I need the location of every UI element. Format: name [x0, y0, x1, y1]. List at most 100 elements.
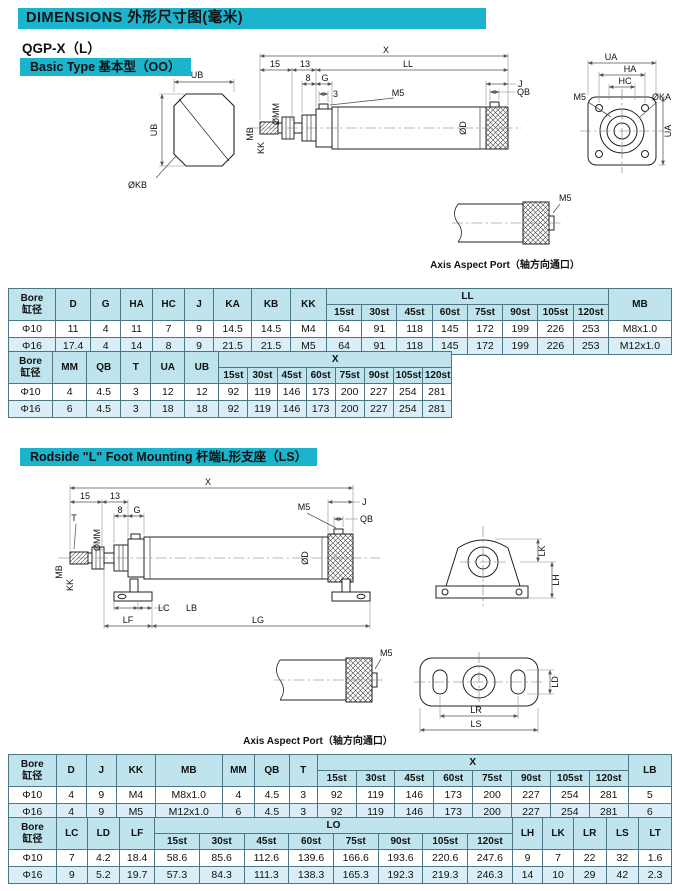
label-g: G — [321, 73, 328, 83]
value-cell: 3 — [120, 400, 152, 418]
octagon-dimensions: UB UB ØKB — [128, 70, 235, 190]
value-cell: 14 — [120, 337, 154, 355]
column-header: KK — [115, 754, 156, 787]
label-13-2: 13 — [110, 491, 120, 501]
label-lh: LH — [551, 574, 561, 586]
column-header: MM — [52, 351, 88, 384]
value-cell: 3 — [288, 786, 318, 804]
value-cell: M12x1.0 — [607, 337, 673, 355]
value-cell: 12 — [184, 383, 220, 401]
label-kk-2: KK — [65, 579, 75, 591]
bore-cell: Φ16 — [8, 866, 57, 884]
column-header: MB — [154, 754, 223, 787]
label-od-2: ØD — [300, 551, 310, 565]
value-cell: 58.6 — [154, 849, 200, 867]
value-cell: 118 — [396, 320, 433, 338]
value-cell: 172 — [466, 320, 504, 338]
value-cell: 200 — [334, 383, 365, 401]
column-header: 60st — [431, 304, 468, 321]
column-header: 90st — [377, 833, 424, 850]
column-header: X — [218, 351, 452, 368]
column-header: 60st — [288, 833, 334, 850]
value-cell: 200 — [334, 400, 365, 418]
column-header: 45st — [276, 367, 307, 384]
value-cell: 112.6 — [243, 849, 290, 867]
model-code: QGP-X（L） — [22, 41, 101, 56]
bore-cell: Φ10 — [7, 383, 54, 401]
section-basic-type: Basic Type 基本型（OO） — [20, 58, 191, 76]
value-cell: 226 — [537, 320, 574, 338]
value-cell: 119 — [247, 400, 278, 418]
column-header: 90st — [511, 770, 551, 787]
column-header: LB — [627, 754, 673, 787]
column-header: MB — [607, 288, 673, 321]
label-15-2: 15 — [80, 491, 90, 501]
column-header: LT — [638, 817, 672, 850]
value-cell: 11 — [54, 320, 92, 338]
value-cell: 3 — [120, 383, 152, 401]
column-header: 45st — [396, 304, 433, 321]
value-cell: 119 — [355, 786, 396, 804]
value-cell: 10 — [542, 866, 574, 884]
value-cell: 5 — [627, 786, 673, 804]
value-cell: 4.5 — [254, 786, 290, 804]
value-cell: 9 — [184, 320, 214, 338]
axis-port-caption: Axis Aspect Port（轴方向通口） — [430, 258, 580, 271]
label-m5-axis: M5 — [559, 193, 572, 203]
value-cell: M5 — [289, 337, 328, 355]
column-header: 75st — [472, 770, 513, 787]
label-ub-left: UB — [149, 124, 159, 137]
axis-port-caption-2: Axis Aspect Port（轴方向通口） — [243, 734, 393, 747]
column-header: 30st — [355, 770, 396, 787]
label-lf: LF — [123, 615, 134, 625]
label-m5-axis-2: M5 — [380, 648, 393, 658]
label-lb: LB — [186, 603, 197, 613]
label-m5-2: M5 — [298, 502, 311, 512]
bore-cell: Φ10 — [8, 849, 57, 867]
value-cell: 92 — [316, 786, 357, 804]
value-cell: 92 — [218, 383, 249, 401]
column-header: 30st — [198, 833, 245, 850]
label-hc: HC — [619, 76, 632, 86]
column-header: 15st — [316, 770, 357, 787]
page-title: DIMENSIONS 外形尺寸图(毫米) — [18, 8, 486, 29]
label-qb: QB — [517, 87, 530, 97]
column-header: 120st — [572, 304, 609, 321]
label-ua-right: UA — [663, 125, 672, 138]
octagon-end-view — [173, 93, 235, 167]
value-cell: 18 — [184, 400, 220, 418]
value-cell: 227 — [363, 383, 394, 401]
value-cell: 254 — [392, 383, 423, 401]
value-cell: 146 — [276, 383, 307, 401]
value-cell: 200 — [472, 803, 513, 821]
column-header: J — [184, 288, 214, 321]
foot-mounting-drawing: ØD X 15 13 8 G J QB — [54, 477, 561, 747]
column-header: 75st — [334, 367, 365, 384]
label-kk: KK — [256, 142, 266, 154]
value-cell: 246.3 — [467, 866, 513, 884]
value-cell: 19.7 — [119, 866, 156, 884]
column-header: 30st — [361, 304, 398, 321]
label-lc: LC — [158, 603, 170, 613]
column-header: T — [120, 351, 152, 384]
column-header: 15st — [326, 304, 363, 321]
label-x: X — [383, 45, 389, 55]
label-ua-top: UA — [605, 52, 618, 62]
column-header: LF — [119, 817, 156, 850]
value-cell: 199 — [502, 320, 539, 338]
label-lr: LR — [470, 705, 482, 715]
label-omm-2: ØMM — [92, 529, 102, 551]
value-cell: 118 — [396, 337, 433, 355]
value-cell: 192.3 — [377, 866, 424, 884]
label-15: 15 — [270, 59, 280, 69]
value-cell: 14 — [511, 866, 544, 884]
value-cell: M8x1.0 — [154, 786, 223, 804]
